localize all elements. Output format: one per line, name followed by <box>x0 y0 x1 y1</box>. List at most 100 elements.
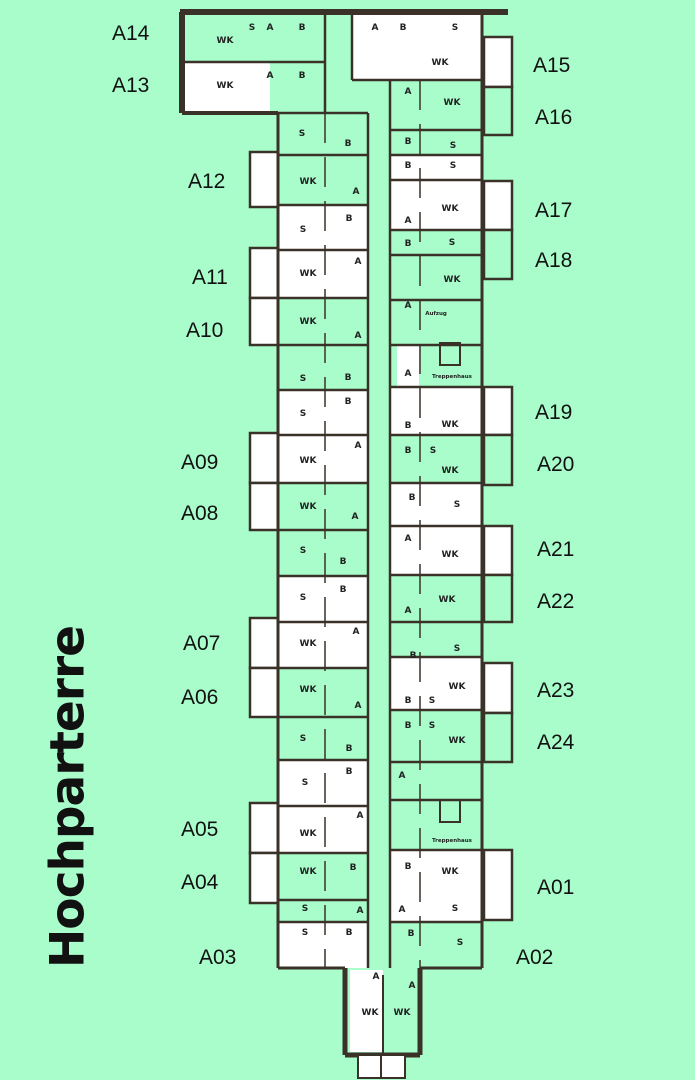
bathroom-label: B <box>345 397 352 407</box>
bedroom-label: S <box>452 23 458 33</box>
living-room-label: WK <box>442 550 460 560</box>
living-room-label: WK <box>442 204 460 214</box>
balcony <box>248 481 280 532</box>
bedroom-label: S <box>449 238 455 248</box>
balcony <box>482 848 514 922</box>
toilet-label: A <box>399 771 406 781</box>
bedroom-label: S <box>300 225 306 235</box>
toilet-label: A <box>267 23 274 33</box>
balcony <box>248 851 280 905</box>
unit-label-a17: A17 <box>535 199 572 222</box>
unit-label-a06: A06 <box>181 686 218 709</box>
bathroom-label: B <box>346 928 353 938</box>
living-room-label: WK <box>442 466 460 476</box>
unit-label-a07: A07 <box>183 632 220 655</box>
unit-label-a12: A12 <box>188 170 225 193</box>
bathroom-label: B <box>405 862 412 872</box>
stairwell-shaft <box>439 799 461 823</box>
balcony <box>248 246 280 300</box>
unit-label-a18: A18 <box>535 249 572 272</box>
toilet-label: A <box>405 87 412 97</box>
living-room-label: WK <box>444 275 462 285</box>
stairwell-label: Treppenhaus <box>432 374 473 380</box>
toilet-label: A <box>405 534 412 544</box>
living-room-label: WK <box>300 685 318 695</box>
living-room-label: WK <box>362 1008 380 1018</box>
balcony <box>482 661 514 715</box>
bathroom-label: B <box>405 239 412 249</box>
toilet-label: A <box>357 906 364 916</box>
toilet-label: A <box>372 23 379 33</box>
unit-label-a24: A24 <box>537 731 575 754</box>
bedroom-label: S <box>429 696 435 706</box>
bathroom-label: B <box>405 421 412 431</box>
bedroom-label: S <box>302 928 308 938</box>
living-room-label: WK <box>394 1008 412 1018</box>
highlighted-apartment <box>278 622 368 668</box>
highlighted-apartment <box>390 483 482 575</box>
unit-label-a10: A10 <box>186 319 223 342</box>
bathroom-label: B <box>400 23 407 33</box>
bedroom-label: S <box>457 938 463 948</box>
bedroom-label: S <box>302 778 308 788</box>
living-room-label: WK <box>300 829 318 839</box>
living-room-label: WK <box>300 867 318 877</box>
bathroom-label: B <box>299 23 306 33</box>
balcony <box>248 801 280 855</box>
bedroom-label: S <box>300 593 306 603</box>
living-room-label: WK <box>442 867 460 877</box>
living-room-label: WK <box>300 269 318 279</box>
highlighted-apartment <box>180 62 270 113</box>
bedroom-label: S <box>450 141 456 151</box>
bedroom-label: S <box>454 644 460 654</box>
toilet-label: A <box>357 811 364 821</box>
living-room-label: WK <box>217 36 235 46</box>
unit-label-a14: A14 <box>112 22 150 45</box>
bathroom-label: B <box>410 651 417 661</box>
highlighted-apartment <box>278 250 368 298</box>
bedroom-label: S <box>300 734 306 744</box>
stairwell-label: Treppenhaus <box>432 838 473 844</box>
living-room-label: WK <box>217 81 235 91</box>
bathroom-label: B <box>408 929 415 939</box>
toilet-label: A <box>353 627 360 637</box>
living-room-label: WK <box>300 639 318 649</box>
unit-label-a16: A16 <box>535 106 572 129</box>
toilet-label: A <box>355 257 362 267</box>
balcony <box>482 433 514 487</box>
highlighted-apartment <box>278 435 368 483</box>
highlighted-apartment <box>278 922 368 968</box>
toilet-label: A <box>405 301 412 311</box>
bathroom-label: B <box>405 721 412 731</box>
unit-label-a22: A22 <box>537 590 574 613</box>
bedroom-label: S <box>300 409 306 419</box>
balcony <box>248 150 280 209</box>
elevator-label: Aufzug <box>425 311 447 317</box>
unit-label-a15: A15 <box>533 54 570 77</box>
toilet-label: A <box>399 905 406 915</box>
balcony <box>482 524 514 577</box>
bathroom-label: B <box>409 493 416 503</box>
toilet-label: A <box>405 369 412 379</box>
living-room-label: WK <box>449 736 467 746</box>
unit-label-a09: A09 <box>181 451 218 474</box>
living-room-label: WK <box>444 98 462 108</box>
bedroom-label: S <box>450 161 456 171</box>
bathroom-label: B <box>346 214 353 224</box>
bathroom-label: B <box>405 696 412 706</box>
living-room-label: WK <box>300 502 318 512</box>
living-room-label: WK <box>432 58 450 68</box>
unit-label-a23: A23 <box>537 679 574 702</box>
bathroom-label: B <box>346 767 353 777</box>
highlighted-apartment <box>278 760 368 806</box>
toilet-label: A <box>373 972 380 982</box>
bathroom-label: B <box>405 137 412 147</box>
bathroom-label: B <box>299 71 306 81</box>
bathroom-label: B <box>405 161 412 171</box>
highlighted-apartment <box>397 345 419 387</box>
bedroom-label: S <box>249 23 255 33</box>
stairwell-shaft <box>439 342 461 366</box>
toilet-label: A <box>352 512 359 522</box>
highlighted-apartment <box>350 970 383 1052</box>
bedroom-label: S <box>452 904 458 914</box>
